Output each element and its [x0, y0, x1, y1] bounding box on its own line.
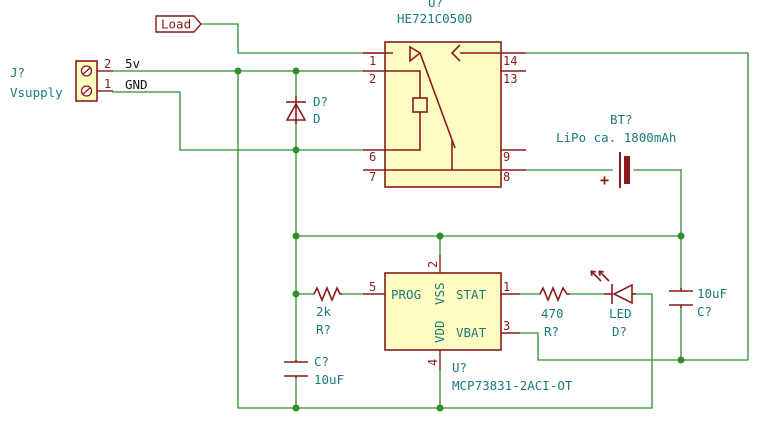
wires [112, 23, 749, 409]
net-5v: 5v [125, 56, 140, 71]
charger-ic: 5 1 3 2 4 PROG STAT VBAT VSS VDD U? MCP7… [363, 255, 573, 393]
wire-vbat [519, 332, 682, 361]
resistor-led-ref: R? [544, 324, 559, 339]
diode-component: D? D [285, 94, 328, 126]
switch-blade [419, 52, 456, 149]
resistor-icon [539, 285, 570, 303]
junction [677, 356, 685, 364]
diode-value: D [313, 111, 321, 126]
junction [292, 146, 300, 154]
reed-contact-icon [409, 45, 422, 63]
net-gnd: GND [125, 77, 148, 92]
led-icon [612, 283, 633, 305]
resistor-led-value: 470 [541, 306, 564, 321]
wire-gnd [112, 91, 364, 151]
cap-in-ref: C? [314, 354, 329, 369]
cap-out-value: 10uF [697, 286, 727, 301]
wire-pin14 [525, 52, 749, 361]
pin-label-vbat: VBAT [456, 325, 487, 340]
relay-component: 1 2 6 7 14 13 9 8 U? HE721C0500 [363, 0, 526, 188]
junction [292, 290, 300, 298]
cap-out-ref: C? [697, 304, 712, 319]
pin-label-vdd: VDD [432, 320, 447, 343]
pin-number: 3 [503, 319, 510, 333]
junction [292, 232, 300, 240]
junctions [234, 67, 685, 412]
resistor-icon [313, 285, 342, 303]
wire-load [199, 23, 394, 54]
battery-value: LiPo ca. 1800mAh [556, 130, 676, 145]
pin-number: 13 [503, 72, 517, 86]
wire-led-return [635, 293, 653, 409]
pin-number: 1 [503, 280, 510, 294]
junction [436, 232, 444, 240]
light-arrow-icon [590, 270, 602, 282]
led-ref: D? [612, 324, 627, 339]
led-value: LED [609, 306, 632, 321]
pin-number: 8 [503, 170, 510, 184]
resistor-led: 470 R? [539, 285, 570, 339]
pin-number: 5 [369, 280, 376, 294]
resistor-prog-value: 2k [316, 304, 332, 319]
pin-number: 1 [104, 77, 111, 91]
junction [292, 404, 300, 412]
global-label-load: Load [155, 15, 202, 33]
pin-label-stat: STAT [456, 287, 487, 302]
relay-value: HE721C0500 [397, 11, 472, 26]
pin-number: 14 [503, 54, 517, 68]
diode-ref: D? [313, 94, 328, 109]
pin-number: 7 [369, 170, 376, 184]
pin-number: 2 [104, 57, 111, 71]
junction [436, 404, 444, 412]
pin-label-vss: VSS [432, 282, 447, 305]
pin-label-prog: PROG [391, 287, 421, 302]
junction [234, 67, 242, 75]
battery-ref: BT? [610, 112, 633, 127]
wire-left-vertical [237, 70, 653, 409]
pin-number: 2 [426, 261, 440, 268]
pin-number: 6 [369, 150, 376, 164]
pin-number: 4 [426, 359, 440, 366]
resistor-prog-ref: R? [316, 322, 331, 337]
connector-ref: J? [10, 65, 25, 80]
reed-contact-icon [450, 44, 461, 62]
junction [677, 232, 685, 240]
resistor-prog: 2k R? [313, 285, 342, 337]
charger-body [384, 272, 502, 351]
capacitor-in: C? 10uF [284, 354, 344, 387]
relay-ref: U? [428, 0, 443, 10]
junction [292, 67, 300, 75]
charger-ref: U? [452, 360, 467, 375]
connector-j: 2 1 5v GND J? Vsupply [10, 56, 148, 102]
charger-value: MCP73831-2ACI-OT [452, 378, 573, 393]
battery-component: + BT? LiPo ca. 1800mAh [556, 112, 676, 189]
pin-number: 1 [369, 54, 376, 68]
pin-number: 9 [503, 150, 510, 164]
global-label-text: Load [161, 17, 191, 32]
battery-polarity: + [600, 171, 609, 189]
led-component: LED D? [590, 270, 636, 339]
capacitor-out: 10uF C? [669, 286, 727, 319]
cap-in-value: 10uF [314, 372, 344, 387]
pin-number: 2 [369, 72, 376, 86]
connector-value: Vsupply [10, 85, 63, 100]
